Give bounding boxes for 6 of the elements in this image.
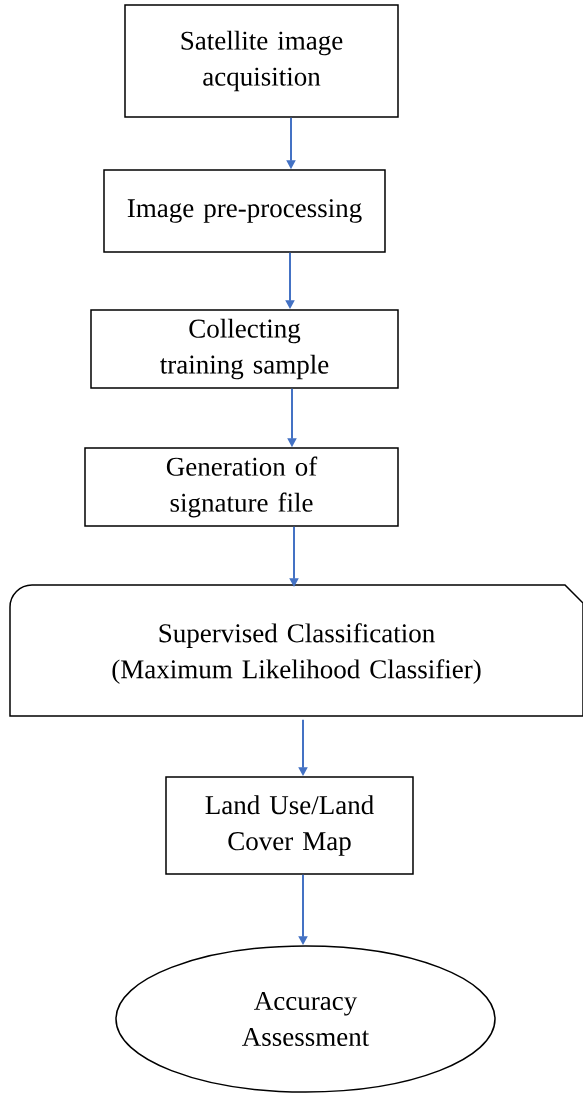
- process-box: Generation of signature file: [84, 447, 399, 527]
- classification-box: Supervised Classification (Maximum Likelihood Classifier): [9, 584, 583, 717]
- process-box: Land Use/Land Cover Map: [165, 776, 414, 875]
- process-box: Satellite image acquisition: [124, 4, 399, 118]
- process-box: Image pre-processing: [103, 169, 386, 253]
- process-box: Collecting training sample: [90, 309, 399, 389]
